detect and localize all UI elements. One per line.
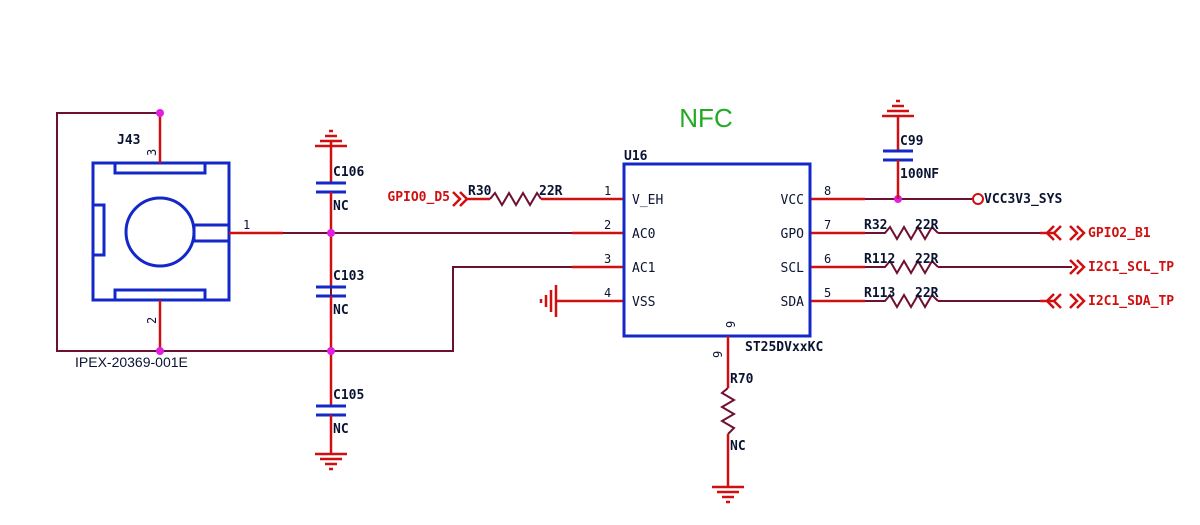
ic-pin3-name: AC1 [632, 261, 655, 276]
connector-part: IPEX-20369-001E [75, 354, 188, 370]
capacitor-c99: C99 100NF [883, 116, 939, 199]
ground-r70 [712, 485, 744, 504]
ic-u16: U16 ST25DVxxKC 1 2 3 4 V_EH AC0 AC1 VSS … [572, 149, 865, 355]
net-scl-label: I2C1_SCL_TP [1088, 260, 1174, 275]
r30-value: 22R [539, 184, 563, 199]
r30-ref: R30 [468, 184, 492, 199]
wire-ac1 [160, 266, 572, 352]
ground-c106 [315, 129, 347, 148]
r112-value: 22R [915, 252, 939, 267]
resistor-r30 [489, 191, 542, 207]
junction-j43-top [156, 109, 164, 117]
resistor-r70-group: 9 R70 NC [711, 336, 754, 486]
connector-j43: J43 IPEX-20369-001E 1 2 3 [75, 133, 250, 370]
connector-ref: J43 [117, 133, 140, 148]
r70-pin-num: 9 [711, 351, 725, 358]
ic-pin9-num: 9 [724, 321, 738, 328]
resistor-r112-group: R112 22R [864, 252, 939, 275]
net-gpio0-arrow-1 [452, 191, 462, 207]
r70-ref: R70 [730, 372, 754, 387]
ic-part: ST25DVxxKC [745, 340, 823, 355]
connector-top-tab [113, 161, 207, 175]
ground-c105 [315, 452, 347, 471]
junction-ac1 [327, 347, 335, 355]
r70-value: NC [730, 439, 746, 454]
wire-j43-shield-loop [56, 112, 160, 352]
connector-center-circle [124, 196, 196, 268]
ic-body [622, 162, 812, 338]
ic-pin2-num: 2 [604, 218, 611, 232]
ic-pin5-num: 5 [824, 286, 831, 300]
ic-pin3-num: 3 [604, 252, 611, 266]
ic-pin1-name: V_EH [632, 193, 663, 208]
r113-value: 22R [915, 286, 939, 301]
r113-ref: R113 [864, 286, 895, 301]
c105-ref: C105 [333, 388, 364, 403]
ic-pin6-name: SCL [781, 261, 805, 276]
connector-pin-1: 1 [243, 218, 250, 232]
port-sda: I2C1_SDA_TP [1040, 293, 1174, 309]
resistor-r32 [865, 225, 939, 241]
net-gpio0-label: GPIO0_D5 [387, 190, 450, 205]
ground-vss [539, 285, 624, 317]
schematic-title: NFC [679, 103, 732, 133]
connector-pin-2: 2 [145, 317, 159, 324]
connector-body [91, 161, 231, 302]
r32-ref: R32 [864, 218, 887, 233]
junction-j43-bottom [156, 347, 164, 355]
ic-pin8-name: VCC [781, 193, 804, 208]
capacitor-c106: C106 NC [316, 146, 364, 233]
ic-pin5-name: SDA [781, 295, 805, 310]
net-gpio2-label: GPIO2_B1 [1088, 226, 1151, 241]
ic-pin8-num: 8 [824, 184, 831, 198]
connector-pin-3: 3 [145, 149, 159, 156]
ground-c99 [882, 99, 914, 118]
c106-ref: C106 [333, 165, 364, 180]
ic-pin6-num: 6 [824, 252, 831, 266]
resistor-r112 [865, 259, 939, 275]
c103-value: NC [333, 303, 349, 318]
ic-pin1-num: 1 [604, 184, 611, 198]
capacitor-c103: C103 NC [316, 233, 364, 351]
ic-ref: U16 [624, 149, 648, 164]
r112-ref: R112 [864, 252, 895, 267]
ic-pin4-name: VSS [632, 295, 655, 310]
net-vcc-label: VCC3V3_SYS [984, 192, 1062, 207]
c99-ref: C99 [900, 134, 923, 149]
c105-value: NC [333, 422, 349, 437]
c103-ref: C103 [333, 269, 364, 284]
ic-pin7-num: 7 [824, 218, 831, 232]
connector-left-tab [91, 203, 106, 257]
connector-bottom-tab [113, 288, 207, 302]
port-scl: I2C1_SCL_TP [1069, 259, 1174, 275]
capacitor-c105: C105 NC [316, 351, 364, 454]
net-sda-label: I2C1_SDA_TP [1088, 294, 1174, 309]
resistor-r70 [720, 387, 736, 435]
resistor-r113 [865, 293, 939, 309]
r32-value: 22R [915, 218, 939, 233]
resistor-r113-group: R113 22R [864, 286, 939, 309]
junction-ac0 [327, 229, 335, 237]
c106-value: NC [333, 199, 349, 214]
ic-pin2-name: AC0 [632, 227, 655, 242]
connector-center-pin [192, 223, 231, 243]
resistor-r32-group: R32 22R [864, 218, 939, 241]
ic-pin7-name: GPO [781, 227, 805, 242]
vcc-port [972, 193, 984, 205]
ic-pin4-num: 4 [604, 286, 611, 300]
port-gpio2: GPIO2_B1 [1040, 225, 1151, 241]
c99-value: 100NF [900, 167, 939, 182]
